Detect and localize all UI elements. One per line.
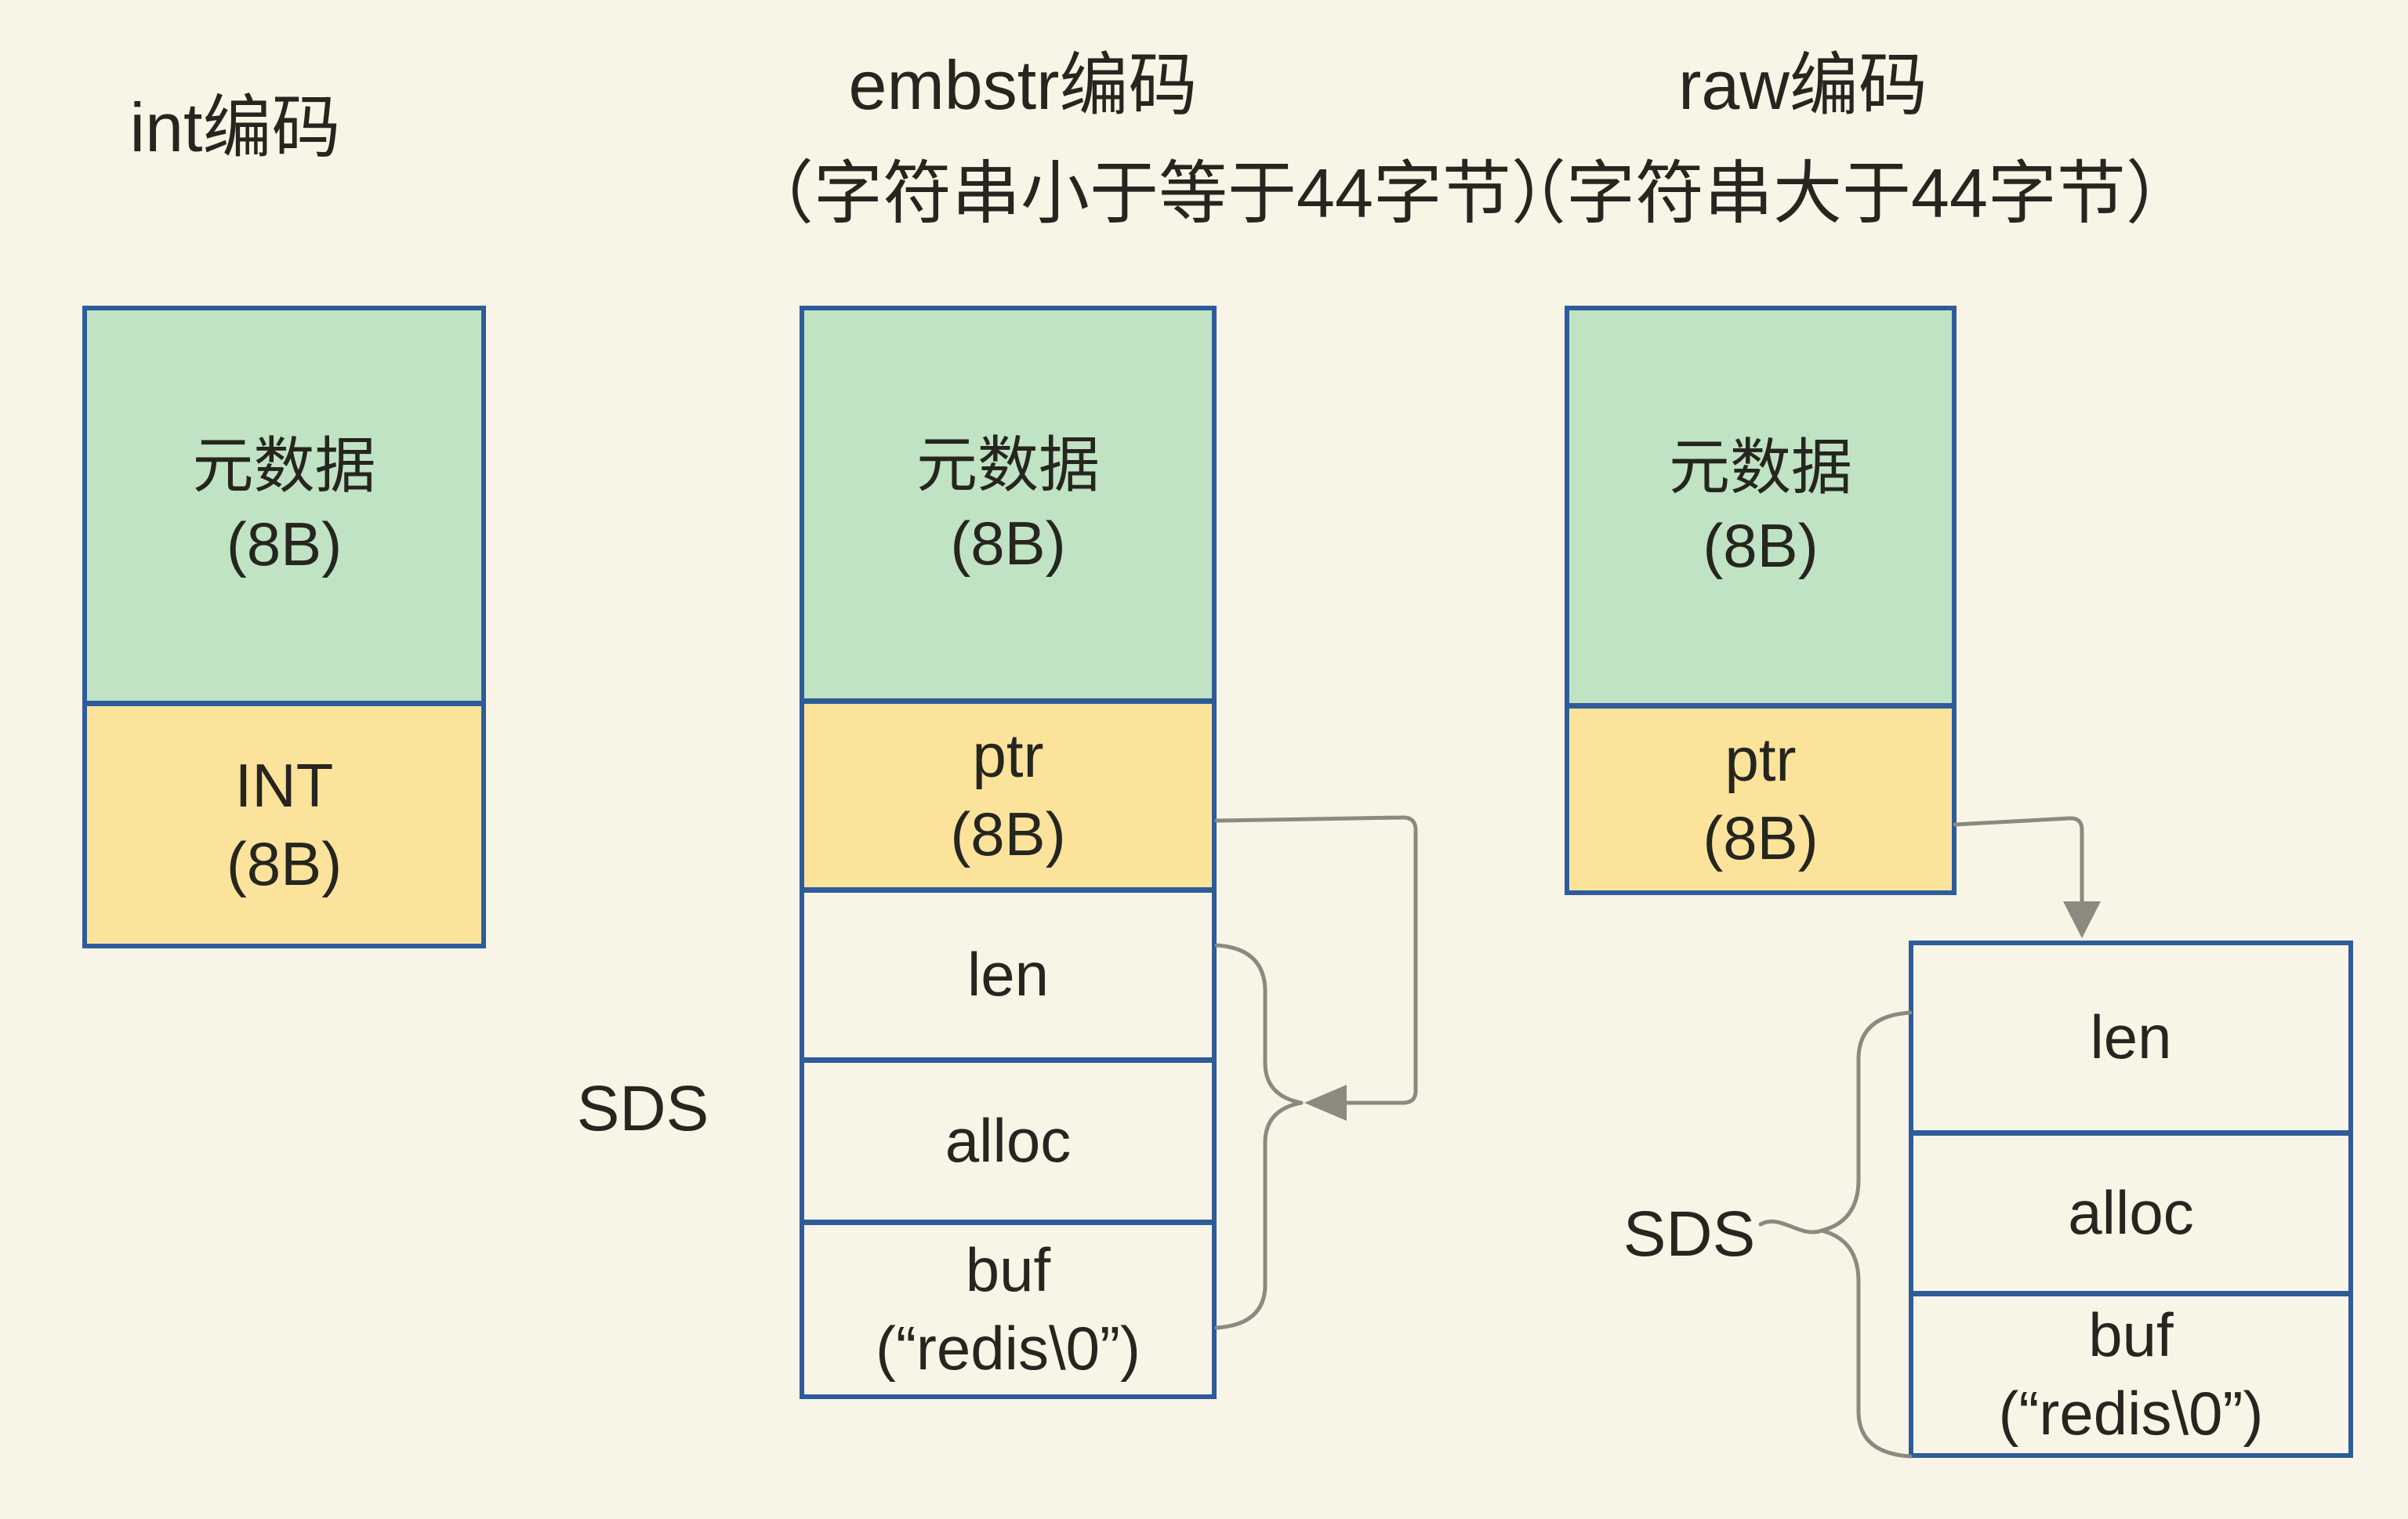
raw-ptr-connector <box>1953 816 2084 904</box>
raw-metadata-size: (8B) <box>1703 510 1819 580</box>
embstr-alloc-label: alloc <box>945 1106 1072 1176</box>
raw-buf-value: (“redis\0”) <box>1998 1379 2264 1448</box>
raw-metadata-box: 元数据 (8B) <box>1565 306 1956 708</box>
embstr-len-label: len <box>966 940 1050 1010</box>
raw-ptr-size: (8B) <box>1703 803 1819 872</box>
embstr-metadata-size: (8B) <box>950 508 1066 578</box>
int-metadata-box: 元数据 (8B) <box>82 306 486 705</box>
raw-ptr-box: ptr (8B) <box>1565 704 1956 895</box>
embstr-metadata-box: 元数据 (8B) <box>800 306 1217 703</box>
embstr-sds-brace <box>1214 943 1304 1330</box>
embstr-metadata-label: 元数据 <box>916 430 1100 499</box>
raw-sds-brace <box>1819 1010 1913 1459</box>
raw-sds-label: SDS <box>1623 1198 1756 1270</box>
title-int-encoding: int编码 <box>129 89 341 166</box>
int-metadata-size: (8B) <box>226 509 343 578</box>
raw-len-label: len <box>2090 1002 2172 1072</box>
title-raw-encoding-line1: raw编码 <box>1678 46 1927 124</box>
raw-alloc-label: alloc <box>2068 1178 2194 1248</box>
embstr-ptr-size: (8B) <box>950 799 1066 868</box>
raw-ptr-arrowhead <box>2063 901 2101 938</box>
raw-len-row: len <box>1909 941 2353 1135</box>
raw-buf-label: buf <box>2088 1300 2174 1370</box>
embstr-buf-label: buf <box>965 1235 1051 1305</box>
embstr-buf-value: (“redis\0”) <box>875 1314 1141 1383</box>
raw-buf-row: buf (“redis\0”) <box>1909 1292 2353 1458</box>
raw-alloc-row: alloc <box>1909 1131 2353 1296</box>
embstr-alloc-row: alloc <box>800 1058 1217 1224</box>
title-embstr-encoding-line2: （字符串小于等于44字节） <box>745 154 1580 232</box>
embstr-ptr-label: ptr <box>972 721 1044 791</box>
embstr-ptr-box: ptr (8B) <box>800 699 1217 892</box>
raw-metadata-label: 元数据 <box>1668 432 1852 502</box>
embstr-ptr-connector <box>1214 815 1418 1105</box>
int-metadata-label: 元数据 <box>192 431 376 501</box>
embstr-len-row: len <box>800 888 1217 1062</box>
embstr-buf-row: buf (“redis\0”) <box>800 1220 1217 1399</box>
title-raw-encoding-line2: （字符串大于44字节） <box>1497 154 2195 232</box>
int-value-label: INT <box>234 750 334 820</box>
int-value-size: (8B) <box>226 828 343 898</box>
embstr-ptr-arrowhead <box>1304 1085 1347 1121</box>
int-value-box: INT (8B) <box>82 701 486 948</box>
raw-ptr-label: ptr <box>1724 725 1797 795</box>
title-embstr-encoding-line1: embstr编码 <box>848 46 1198 124</box>
embstr-sds-label: SDS <box>576 1073 709 1144</box>
